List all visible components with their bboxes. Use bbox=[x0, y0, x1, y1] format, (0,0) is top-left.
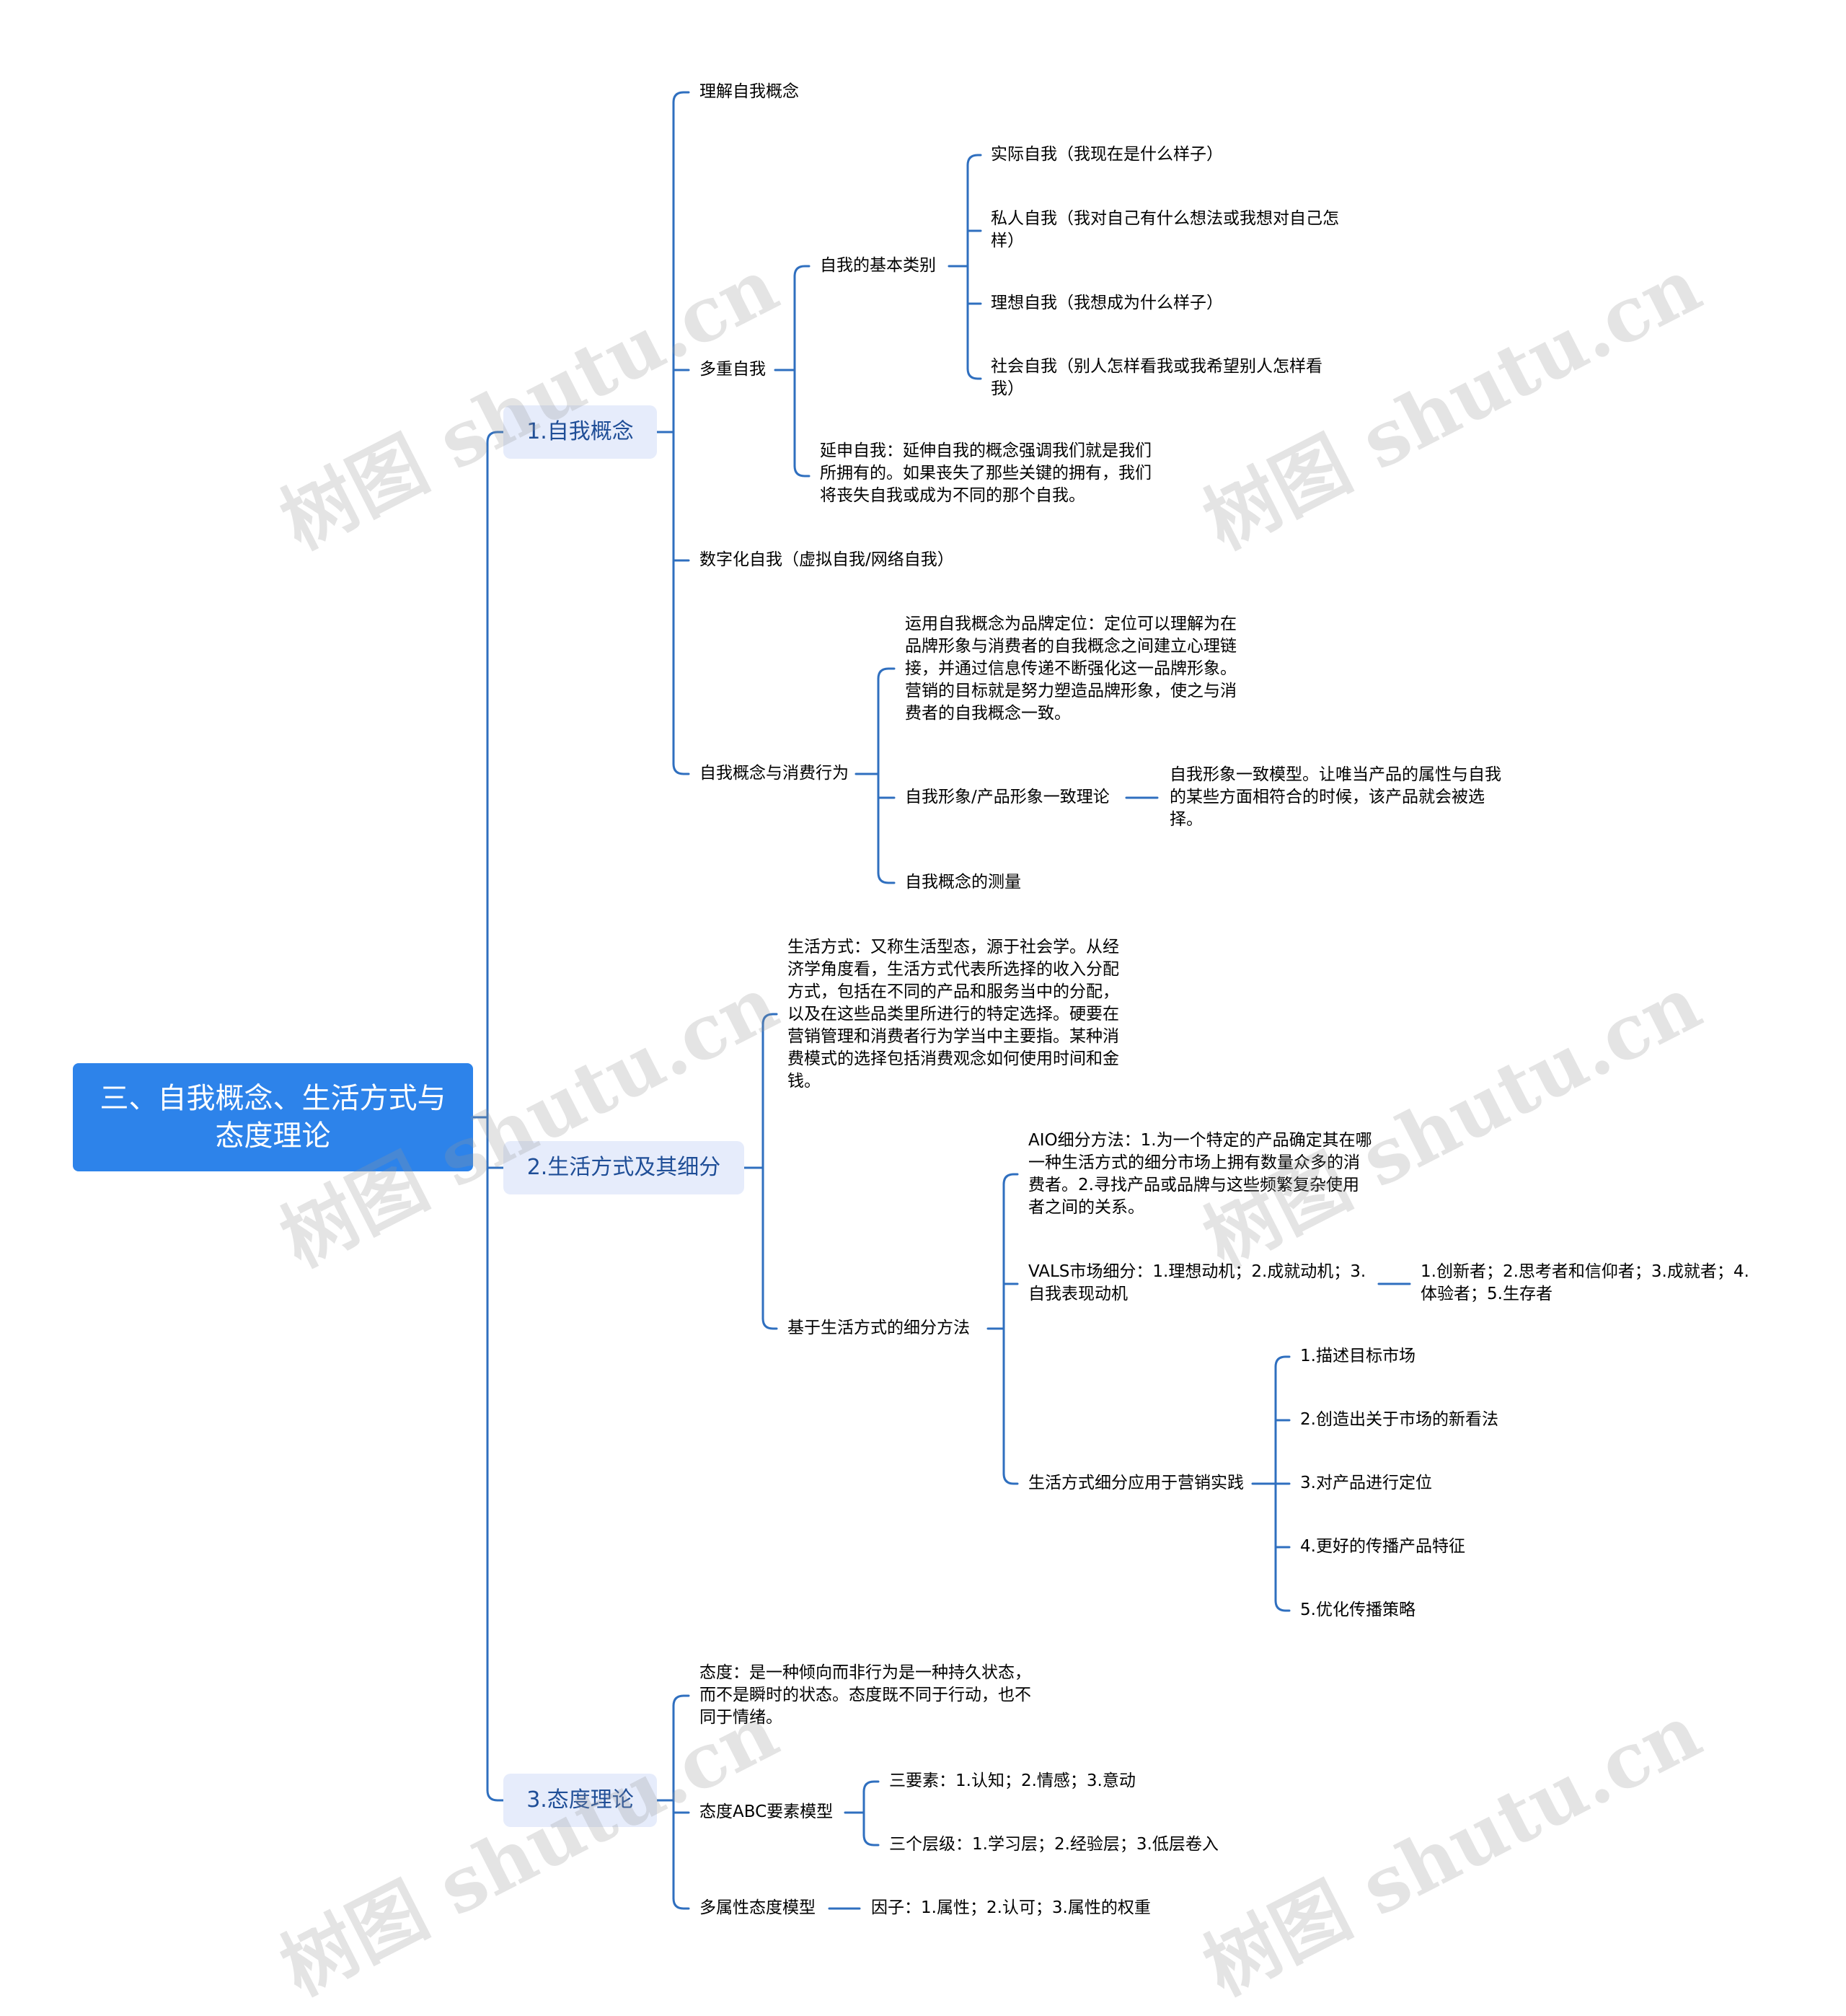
node-apply-item[interactable]: 5.优化传播策略 bbox=[1300, 1601, 1416, 1619]
consumption-connector bbox=[877, 871, 896, 884]
branch-label: 2.生活方式及其细分 bbox=[526, 1155, 721, 1180]
node-segment-method[interactable]: 基于生活方式的细分方法 bbox=[787, 1319, 970, 1337]
node-multi-attr[interactable]: 多属性态度模型 bbox=[699, 1898, 816, 1917]
multi-connector bbox=[793, 265, 811, 278]
node-apply-item[interactable]: 1.描述目标市场 bbox=[1300, 1347, 1416, 1365]
node-factors[interactable]: 因子：1.属性；2.认可；3.属性的权重 bbox=[871, 1898, 1151, 1917]
node-apply-item[interactable]: 2.创造出关于市场的新看法 bbox=[1300, 1410, 1498, 1429]
abc-connector bbox=[862, 1780, 880, 1793]
root-node[interactable]: 三、自我概念、生活方式与态度理论 bbox=[73, 1063, 473, 1171]
node-brand-positioning[interactable]: 运用自我概念为品牌定位：定位可以理解为在品牌形象与消费者的自我概念之间建立心理链… bbox=[905, 615, 1237, 723]
b2-connector bbox=[761, 1317, 778, 1330]
b2-connector bbox=[761, 1013, 778, 1026]
types-connector bbox=[966, 367, 982, 380]
node-three-levels[interactable]: 三个层级：1.学习层；2.经验层；3.低层卷入 bbox=[889, 1835, 1219, 1854]
multi-connector bbox=[793, 465, 811, 477]
apply-connector bbox=[1274, 1355, 1291, 1368]
node-digital-self[interactable]: 数字化自我（虚拟自我/网络自我） bbox=[699, 550, 954, 569]
segment-connector bbox=[1002, 1173, 1019, 1186]
node-apply[interactable]: 生活方式细分应用于营销实践 bbox=[1028, 1474, 1244, 1492]
branch-attitude[interactable]: 3.态度理论 bbox=[503, 1774, 657, 1827]
node-lifestyle-def[interactable]: 生活方式：又称生活型态，源于社会学。从经济学角度看，生活方式代表所选择的收入分配… bbox=[787, 938, 1119, 1091]
node-congruity[interactable]: 自我形象/产品形象一致理论 bbox=[905, 788, 1110, 806]
root-title: 三、自我概念、生活方式与态度理论 bbox=[100, 1082, 446, 1153]
segment-connector bbox=[1002, 1472, 1019, 1485]
consumption-connector bbox=[877, 667, 896, 680]
node-aio[interactable]: AIO细分方法：1.为一个特定的产品确定其在哪一种生活方式的细分市场上拥有数量众… bbox=[1028, 1131, 1372, 1217]
node-extended-self[interactable]: 延申自我：延伸自我的概念强调我们就是我们所拥有的。如果丧失了那些关键的拥有，我们… bbox=[820, 441, 1152, 505]
node-ideal-self[interactable]: 理想自我（我想成为什么样子） bbox=[991, 294, 1223, 312]
types-connector bbox=[966, 154, 982, 167]
node-measure[interactable]: 自我概念的测量 bbox=[905, 873, 1021, 892]
root-connector bbox=[486, 1789, 505, 1802]
branch-self-concept[interactable]: 1.自我概念 bbox=[503, 405, 657, 459]
branch-label: 3.态度理论 bbox=[526, 1787, 634, 1813]
node-abc-model[interactable]: 态度ABC要素模型 bbox=[699, 1802, 834, 1821]
node-attitude-def[interactable]: 态度：是一种倾向而非行为是一种持久状态，而不是瞬时的状态。态度既不同于行动，也不… bbox=[699, 1663, 1031, 1727]
node-vals-types[interactable]: 1.创新者；2.思考者和信仰者；3.成就者；4.体验者；5.生存者 bbox=[1421, 1262, 1749, 1303]
node-actual-self[interactable]: 实际自我（我现在是什么样子） bbox=[991, 145, 1223, 164]
node-basic-types[interactable]: 自我的基本类别 bbox=[820, 256, 936, 275]
node-three-elements[interactable]: 三要素：1.认知；2.情感；3.意动 bbox=[889, 1771, 1136, 1790]
b1-connector bbox=[672, 762, 690, 775]
node-apply-item[interactable]: 3.对产品进行定位 bbox=[1300, 1474, 1432, 1492]
branch-label: 1.自我概念 bbox=[526, 419, 634, 444]
node-multi-self[interactable]: 多重自我 bbox=[699, 360, 766, 379]
apply-connector bbox=[1274, 1599, 1291, 1612]
node-understand[interactable]: 理解自我概念 bbox=[699, 82, 799, 101]
node-vals[interactable]: VALS市场细分：1.理想动机；2.成就动机；3.自我表现动机 bbox=[1028, 1262, 1366, 1303]
root-connector bbox=[486, 431, 505, 444]
b3-connector bbox=[672, 1897, 690, 1910]
node-apply-item[interactable]: 4.更好的传播产品特征 bbox=[1300, 1537, 1465, 1556]
node-congruity-model[interactable]: 自我形象一致模型。让唯当产品的属性与自我的某些方面相符合的时候，该产品就会被选择… bbox=[1170, 765, 1501, 829]
b3-connector bbox=[672, 1694, 690, 1707]
b1-connector bbox=[672, 91, 690, 104]
node-consumption[interactable]: 自我概念与消费行为 bbox=[699, 764, 849, 783]
branch-lifestyle[interactable]: 2.生活方式及其细分 bbox=[503, 1141, 744, 1194]
abc-connector bbox=[862, 1834, 880, 1846]
node-private-self[interactable]: 私人自我（我对自己有什么想法或我想对自己怎样） bbox=[991, 209, 1339, 250]
node-social-self[interactable]: 社会自我（别人怎样看我或我希望别人怎样看我） bbox=[991, 357, 1322, 398]
